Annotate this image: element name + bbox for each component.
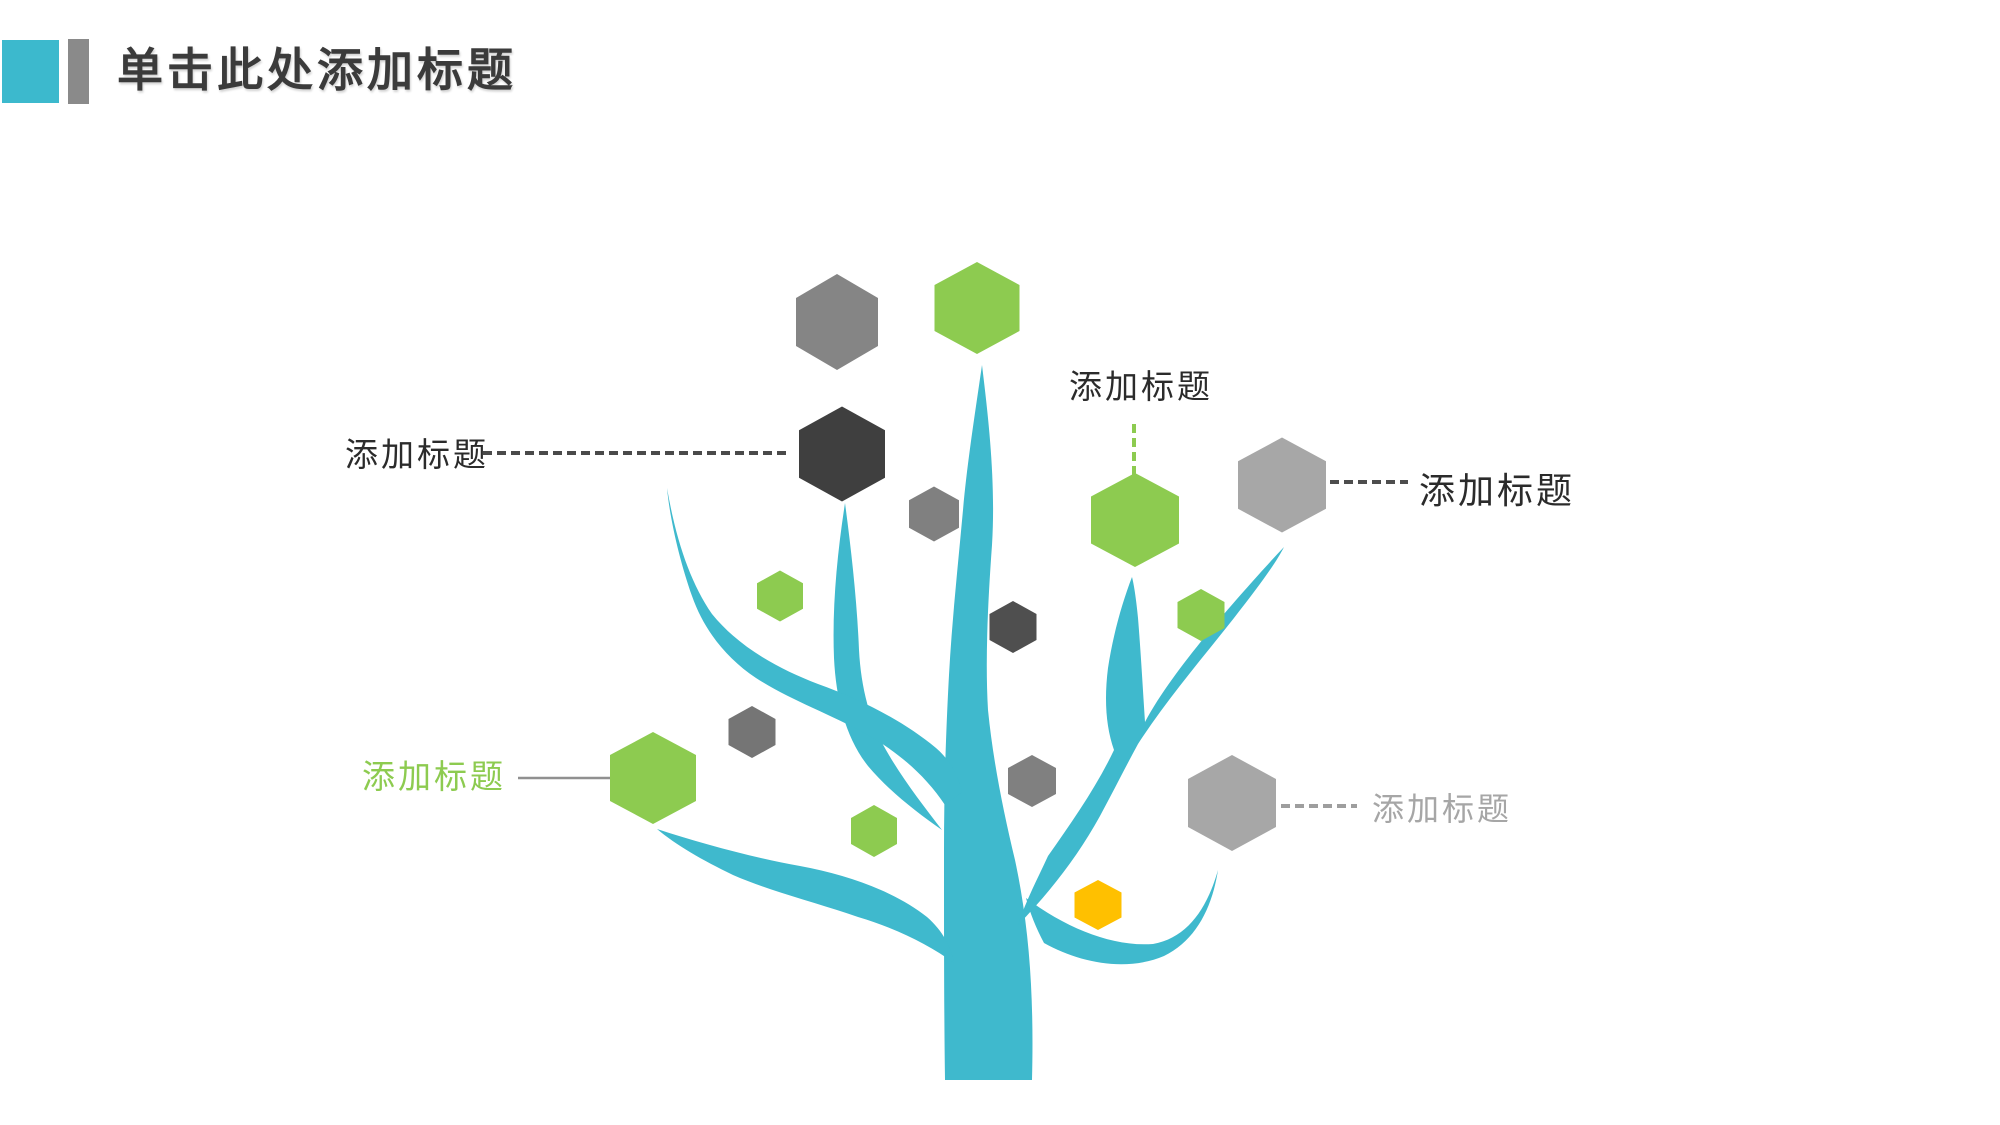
hexagon-node-10[interactable] — [728, 706, 776, 758]
hexagon-node-12[interactable] — [851, 805, 897, 857]
tree-trunk — [944, 365, 1033, 1080]
hexagon-layer — [610, 262, 1326, 930]
branch-left-inner — [833, 503, 942, 830]
slide-title-placeholder[interactable]: 单击此处添加标题 — [117, 44, 517, 96]
hexagon-node-8[interactable] — [1238, 437, 1326, 533]
hexagon-node-6[interactable] — [989, 601, 1037, 653]
hexagon-node-14[interactable] — [1188, 755, 1276, 851]
connector-layer — [483, 424, 1408, 808]
hexagon-node-5[interactable] — [757, 570, 803, 622]
hexagon-node-3[interactable] — [799, 406, 885, 502]
node-label-top-center[interactable]: 添加标题 — [1069, 368, 1213, 405]
header-accent-bar — [68, 39, 89, 104]
hexagon-node-9[interactable] — [1177, 589, 1225, 641]
node-label-right[interactable]: 添加标题 — [1419, 470, 1576, 511]
branch-left-outer — [667, 488, 962, 805]
hexagon-node-1[interactable] — [796, 274, 878, 370]
header-accent-square — [2, 40, 59, 103]
node-label-bottom-right[interactable]: 添加标题 — [1372, 791, 1513, 827]
hexagon-node-13[interactable] — [1008, 755, 1056, 807]
node-label-left-green[interactable]: 添加标题 — [362, 758, 506, 795]
branch-right-fork — [1018, 547, 1284, 925]
branch-lower-left — [657, 829, 954, 963]
tree-branches — [657, 365, 1284, 1080]
branch-lower-right — [1026, 870, 1218, 965]
hexagon-node-7[interactable] — [1091, 473, 1179, 567]
hexagon-node-11[interactable] — [610, 732, 696, 824]
hexagon-node-15[interactable] — [1074, 880, 1122, 930]
node-label-left[interactable]: 添加标题 — [345, 436, 489, 473]
hexagon-node-4[interactable] — [909, 486, 959, 542]
hexagon-node-2[interactable] — [934, 262, 1020, 354]
